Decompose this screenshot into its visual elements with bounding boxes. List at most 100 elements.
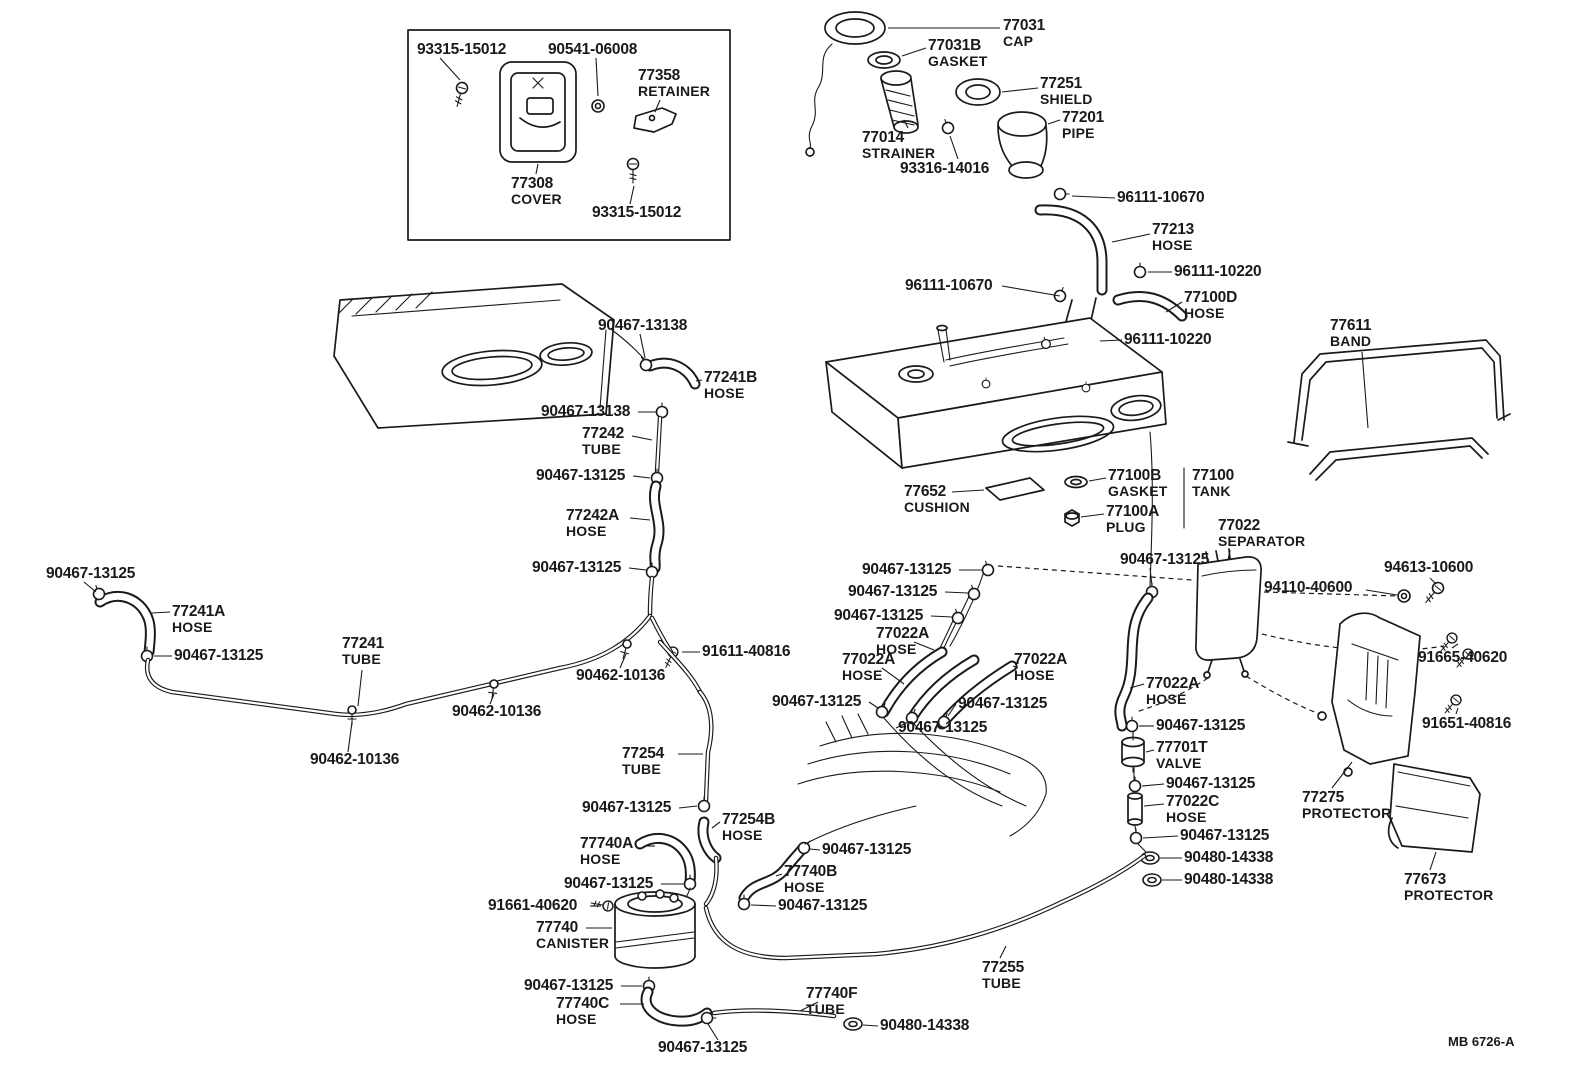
part-name: BAND [1330, 333, 1372, 350]
part-name: TUBE [622, 761, 661, 778]
part-name: CAP [1003, 33, 1034, 50]
part-name: HOSE [1014, 667, 1055, 684]
part-label: 90467-13125 [1120, 551, 1210, 568]
part-number: 77100 [1192, 467, 1235, 484]
part-number: 90462-10136 [576, 667, 666, 684]
part-label: 90541-06008 [548, 41, 637, 58]
part-label: 90462-10136 [452, 703, 542, 720]
part-label: 96111-10220 [1174, 263, 1262, 280]
part-number: 77740B [784, 863, 838, 880]
part-name: STRAINER [862, 145, 936, 162]
part-label: 90467-13125 [46, 565, 136, 582]
page-code: MB 6726-A [1448, 1034, 1515, 1049]
part-number: 90462-10136 [310, 751, 400, 768]
part-name: TUBE [982, 975, 1021, 992]
part-label: 90467-13125 [822, 841, 911, 858]
part-number: 77358 [638, 67, 681, 84]
part-number: 96111-10670 [1117, 189, 1205, 206]
part-name: HOSE [876, 641, 917, 658]
part-number: 96111-10670 [905, 277, 993, 294]
part-name: RETAINER [638, 83, 711, 100]
part-number: 77242 [582, 425, 625, 442]
part-number: 96111-10220 [1124, 331, 1212, 348]
part-label: 90462-10136 [310, 751, 400, 768]
part-number: 77022A [1146, 675, 1200, 692]
filler-cover-inset [407, 29, 731, 241]
part-name: HOSE [1184, 305, 1225, 322]
vapor-hose-bundle [874, 559, 1018, 730]
part-name: HOSE [842, 667, 883, 684]
part-label: 90467-13125 [772, 693, 862, 710]
part-number: 90467-13125 [834, 607, 924, 624]
part-number: 77022 [1218, 517, 1261, 534]
part-number: 90467-13125 [862, 561, 952, 578]
part-number: 93315-15012 [592, 204, 682, 221]
part-number: 94613-10600 [1384, 559, 1474, 576]
part-number: 77022A [1014, 651, 1068, 668]
underbody-lines [797, 713, 1047, 837]
part-label: 93315-15012 [417, 41, 506, 58]
part-number: 90467-13125 [772, 693, 862, 710]
part-name: PROTECTOR [1302, 805, 1392, 822]
trunk-floor-panel [333, 283, 646, 429]
part-label: 90462-10136 [576, 667, 666, 684]
part-name: CUSHION [904, 499, 970, 516]
part-label: 90480-14338 [1184, 849, 1273, 866]
part-label: 93316-14016 [900, 160, 989, 177]
part-name: HOSE [580, 851, 621, 868]
protector-77673 [1387, 763, 1481, 853]
part-name: COVER [511, 191, 562, 208]
part-number: 77022A [876, 625, 930, 642]
part-number: 77213 [1152, 221, 1195, 238]
part-number: 77100A [1106, 503, 1160, 520]
part-name: CANISTER [536, 935, 610, 952]
part-number: 77611 [1330, 317, 1372, 334]
part-label: 90467-13125 [778, 897, 867, 914]
part-number: 90467-13125 [1120, 551, 1210, 568]
part-number: 77022C [1166, 793, 1220, 810]
part-number: 90467-13125 [532, 559, 622, 576]
part-name: TUBE [806, 1001, 845, 1018]
part-label: 90467-13125 [1180, 827, 1269, 844]
part-label: 90467-13125 [848, 583, 938, 600]
part-number: 90467-13138 [541, 403, 631, 420]
part-name: HOSE [722, 827, 763, 844]
part-label: 94110-40600 [1264, 579, 1353, 596]
part-label: 90467-13125 [958, 695, 1047, 712]
part-number: 94110-40600 [1264, 579, 1353, 596]
part-number: 90462-10136 [452, 703, 542, 720]
part-name: SEPARATOR [1218, 533, 1306, 550]
part-number: 91661-40620 [488, 897, 578, 914]
part-number: 90467-13125 [46, 565, 136, 582]
part-number: 90467-13125 [1156, 717, 1246, 734]
part-label: 91651-40816 [1422, 715, 1511, 732]
part-number: 77241B [704, 369, 758, 386]
fuel-tank [825, 317, 1185, 529]
part-number: 90467-13125 [536, 467, 626, 484]
part-number: 90467-13125 [848, 583, 938, 600]
part-name: HOSE [556, 1011, 597, 1028]
part-number: 77014 [862, 129, 905, 146]
part-number: 77201 [1062, 109, 1105, 126]
part-number: 77254B [722, 811, 776, 828]
part-name: HOSE [1146, 691, 1187, 708]
part-number: 90467-13125 [582, 799, 672, 816]
